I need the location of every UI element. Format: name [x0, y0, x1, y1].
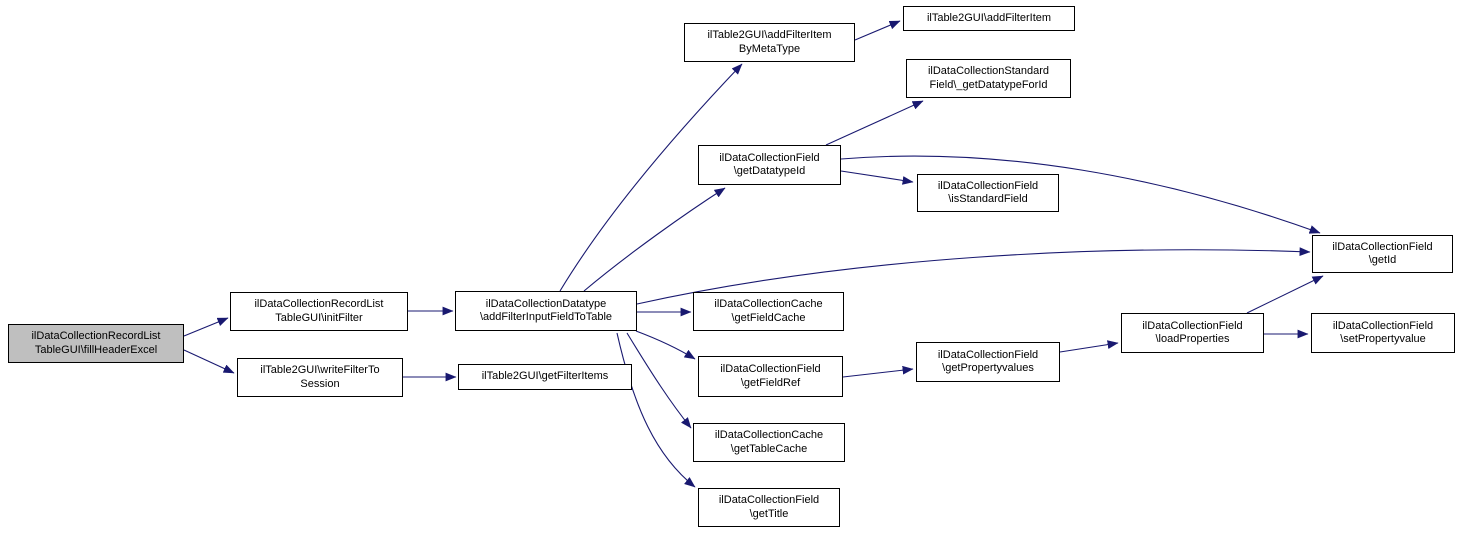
node-get-field-ref[interactable]: ilDataCollectionField\getFieldRef	[698, 356, 843, 397]
node-add-filter-item[interactable]: ilTable2GUI\addFilterItem	[903, 6, 1075, 31]
edge-get-field-ref-to-get-propertyvalues	[842, 365, 914, 378]
node-load-properties-label-line-1: ilDataCollectionField	[1142, 319, 1243, 332]
node-get-table-cache-label-line-2: \getTableCache	[730, 442, 808, 455]
node-fill-header-excel-label-line-1: ilDataCollectionRecordList	[31, 330, 161, 342]
edge-get-datatype-id-to-get-id	[840, 155, 1321, 234]
edge-get-datatype-id-to-is-standard-field	[840, 170, 914, 185]
node-init-filter-label-line-2: TableGUI\initFilter	[275, 311, 363, 324]
node-load-properties[interactable]: ilDataCollectionField\loadProperties	[1121, 313, 1264, 353]
node-add-filter-item-label-line-1: ilTable2GUI\addFilterItem	[926, 11, 1052, 24]
node-get-id-label-line-1: ilDataCollectionField	[1332, 240, 1433, 253]
node-get-id[interactable]: ilDataCollectionField\getId	[1312, 235, 1453, 273]
node-get-filter-items[interactable]: ilTable2GUI\getFilterItems	[458, 364, 632, 390]
node-add-filter-input-field-to-table[interactable]: ilDataCollectionDatatype\addFilterInputF…	[455, 291, 637, 331]
node-load-properties-label-line-2: \loadProperties	[1155, 333, 1230, 345]
edge-add-filter-input-field-to-table-to-add-filter-item-by-meta-type	[559, 63, 743, 292]
node-get-datatype-for-id-label-line-2: Field\_getDatatypeForId	[929, 78, 1048, 91]
edge-add-filter-input-field-to-table-to-get-table-cache	[626, 332, 692, 429]
node-add-filter-item-by-meta-type-label-line-1: ilTable2GUI\addFilterItem	[707, 29, 832, 41]
node-get-datatype-id-label-line-2: \getDatatypeId	[733, 165, 806, 177]
node-get-propertyvalues-label-line-1: ilDataCollectionField	[937, 348, 1039, 361]
edge-load-properties-to-get-id	[1246, 275, 1324, 314]
node-fill-header-excel-label-line-2: TableGUI\fillHeaderExcel	[34, 343, 158, 356]
edge-fill-header-excel-to-init-filter	[183, 317, 229, 337]
node-get-datatype-for-id-label-line-1: ilDataCollectionStandard	[927, 65, 1050, 77]
node-get-field-ref-label-line-1: ilDataCollectionField	[720, 363, 821, 375]
node-get-field-cache-label-line-2: \getFieldCache	[731, 311, 806, 324]
node-is-standard-field[interactable]: ilDataCollectionField\isStandardField	[917, 174, 1059, 212]
node-get-field-ref-label-line-2: \getFieldRef	[740, 376, 801, 389]
node-get-table-cache[interactable]: ilDataCollectionCache\getTableCache	[693, 423, 845, 462]
node-write-filter-to-session-label-line-2: Session	[300, 377, 340, 390]
edge-add-filter-input-field-to-table-to-get-field-ref	[635, 330, 696, 360]
edge-get-datatype-id-to-get-datatype-for-id	[825, 100, 924, 146]
node-is-standard-field-label-line-1: ilDataCollectionField	[937, 179, 1039, 192]
edge-add-filter-input-field-to-table-to-get-title	[616, 332, 696, 488]
node-get-field-cache-label-line-1: ilDataCollectionCache	[714, 298, 823, 310]
edge-add-filter-input-field-to-table-to-get-id	[636, 247, 1311, 305]
node-get-title-label-line-1: ilDataCollectionField	[718, 494, 820, 506]
node-set-propertyvalue[interactable]: ilDataCollectionField\setPropertyvalue	[1311, 313, 1455, 353]
node-add-filter-input-field-to-table-label-line-2: \addFilterInputFieldToTable	[479, 311, 613, 323]
node-get-propertyvalues-label-line-2: \getPropertyvalues	[942, 362, 1034, 374]
node-set-propertyvalue-label-line-1: ilDataCollectionField	[1332, 319, 1434, 332]
node-get-id-label-line-2: \getId	[1368, 254, 1397, 266]
node-get-datatype-id[interactable]: ilDataCollectionField\getDatatypeId	[698, 145, 841, 185]
edge-fill-header-excel-to-write-filter-to-session	[183, 349, 235, 374]
node-get-title-label-line-2: \getTitle	[749, 507, 789, 520]
node-write-filter-to-session-label-line-1: ilTable2GUI\writeFilterTo	[260, 364, 380, 376]
node-add-filter-input-field-to-table-label-line-1: ilDataCollectionDatatype	[485, 297, 607, 310]
edge-get-propertyvalues-to-load-properties	[1059, 340, 1119, 353]
edge-add-filter-item-by-meta-type-to-add-filter-item	[854, 20, 901, 41]
node-add-filter-item-by-meta-type-label-line-2: ByMetaType	[738, 42, 801, 55]
edge-add-filter-input-field-to-table-to-get-datatype-id	[583, 187, 726, 292]
node-get-title[interactable]: ilDataCollectionField\getTitle	[698, 488, 840, 527]
node-get-field-cache[interactable]: ilDataCollectionCache\getFieldCache	[693, 292, 844, 331]
node-is-standard-field-label-line-2: \isStandardField	[948, 193, 1028, 205]
node-get-datatype-id-label-line-1: ilDataCollectionField	[719, 151, 820, 164]
node-set-propertyvalue-label-line-2: \setPropertyvalue	[1340, 333, 1426, 345]
node-init-filter-label-line-1: ilDataCollectionRecordList	[254, 298, 384, 310]
node-get-filter-items-label-line-1: ilTable2GUI\getFilterItems	[481, 370, 609, 383]
node-get-table-cache-label-line-1: ilDataCollectionCache	[714, 429, 824, 441]
edge-group	[183, 20, 1324, 488]
node-get-propertyvalues[interactable]: ilDataCollectionField\getPropertyvalues	[916, 342, 1060, 382]
